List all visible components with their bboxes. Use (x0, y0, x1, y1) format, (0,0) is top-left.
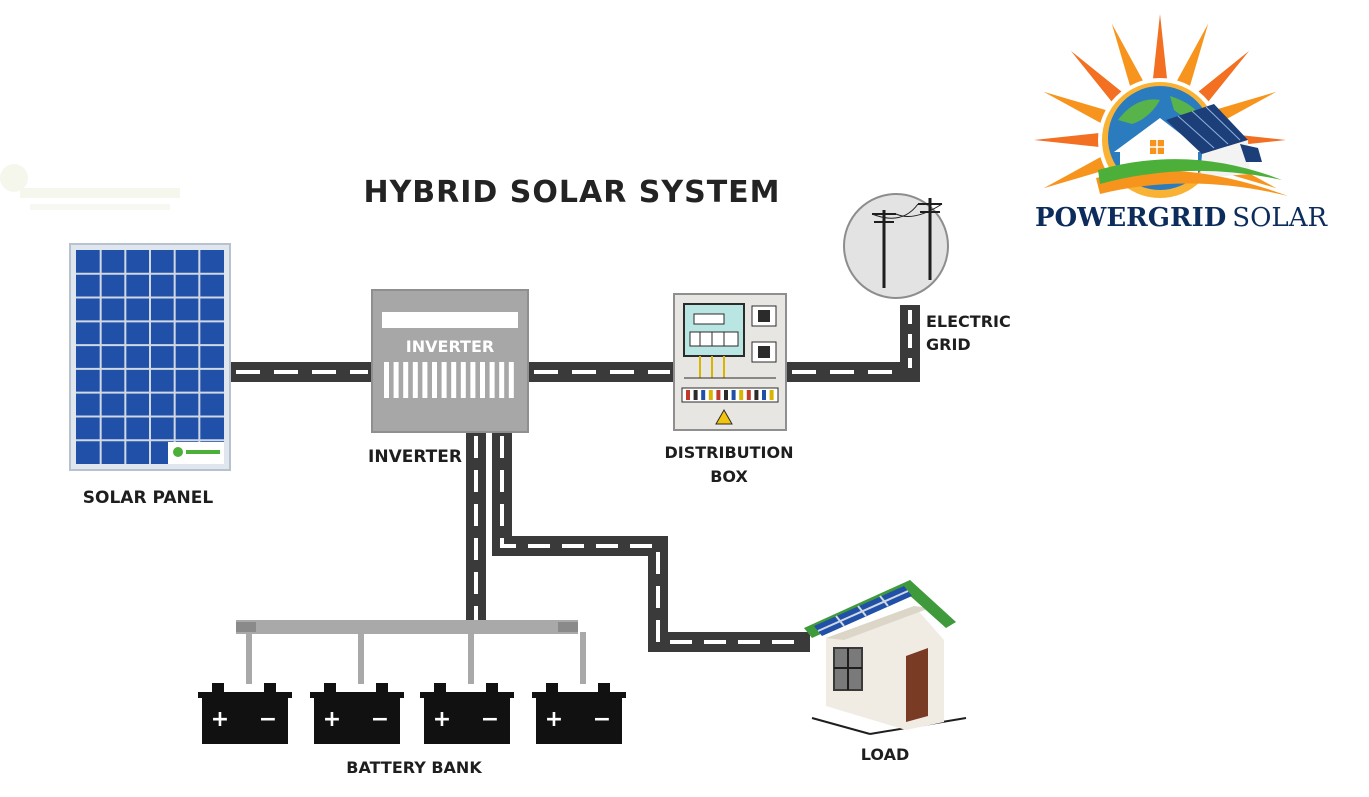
load-label: LOAD (861, 745, 909, 764)
sun-ray (1034, 132, 1101, 148)
inverter-fin (384, 362, 389, 398)
cable-inverter-to-load (492, 430, 810, 652)
inverter-fin (412, 362, 418, 398)
distribution-terminal (708, 390, 713, 400)
battery-plus-sign: + (211, 707, 229, 732)
inverter-fin (403, 362, 409, 398)
inverter-fin (480, 362, 485, 398)
battery-terminal-positive (212, 683, 224, 692)
battery-minus-sign: − (593, 707, 611, 732)
battery-bank: +−+−+−+− (198, 632, 626, 744)
distribution-terminal (686, 390, 690, 400)
cable-panel-to-inverter (230, 362, 372, 382)
cable-distribution-to-grid (786, 305, 920, 382)
inverter-fin (451, 362, 457, 398)
sun-ray (1070, 50, 1123, 103)
battery-plus-sign: + (545, 707, 563, 732)
distribution-terminal (724, 390, 728, 400)
battery-body (314, 692, 400, 744)
battery-terminal-negative (598, 683, 610, 692)
inverter-label: INVERTER (368, 447, 462, 467)
diagram-title: HYBRID SOLAR SYSTEM (363, 175, 780, 210)
battery-icon: +− (532, 632, 626, 744)
distribution-terminal (716, 390, 721, 400)
battery-terminal-positive (324, 683, 336, 692)
distribution-terminal (762, 390, 766, 400)
battery-body (536, 692, 622, 744)
distribution-terminal (754, 390, 759, 400)
battery-body (202, 692, 288, 744)
sun-ray (1152, 14, 1168, 81)
battery-terminal-negative (486, 683, 498, 692)
battery-terminal-negative (376, 683, 388, 692)
distribution-terminal (701, 390, 706, 400)
battery-top (420, 692, 514, 698)
electric-grid (843, 193, 949, 299)
battery-terminal-negative (264, 683, 276, 692)
battery-terminal-positive (434, 683, 446, 692)
battery-top (198, 692, 292, 698)
cable-inverter-to-battery (466, 430, 486, 630)
inverter-box-text: INVERTER (406, 337, 494, 356)
inverter-fin (393, 362, 399, 398)
battery-connector (468, 632, 474, 684)
powergrid-solar-logo (1034, 14, 1288, 202)
distribution-terminal (731, 390, 736, 400)
battery-minus-sign: − (259, 707, 277, 732)
sun-ray (1111, 23, 1144, 88)
distribution-terminal (739, 390, 744, 400)
inverter-fin (422, 362, 428, 398)
battery-body (424, 692, 510, 744)
cable-inverter-to-distribution (528, 362, 674, 382)
battery-icon: +− (198, 632, 292, 744)
distribution-box-label-line1: DISTRIBUTION (665, 443, 794, 462)
battery-bank-label: BATTERY BANK (346, 758, 482, 777)
logo-brand-regular: SOLAR (1232, 203, 1328, 233)
battery-plus-sign: + (433, 707, 451, 732)
battery-minus-sign: − (481, 707, 499, 732)
sun-ray (1043, 156, 1108, 189)
battery-connector (580, 632, 586, 684)
distribution-terminal (746, 390, 751, 400)
faint-watermark (0, 164, 180, 210)
battery-connector (246, 632, 252, 684)
battery-top (532, 692, 626, 698)
distribution-terminal (693, 390, 698, 400)
battery-icon: +− (310, 632, 404, 744)
distribution-box-label-line2: BOX (710, 467, 748, 486)
battery-connector (358, 632, 364, 684)
distribution-box (673, 293, 787, 431)
inverter-fin (508, 362, 514, 398)
inverter-fin (441, 362, 447, 398)
inverter-fin (499, 362, 505, 398)
solar-panel (69, 243, 231, 471)
inverter-box (371, 289, 529, 433)
distribution-terminal (769, 390, 774, 400)
inverter-fin (489, 362, 495, 398)
logo-brand-bold: POWERGRID (1035, 203, 1226, 233)
sun-ray (1176, 23, 1209, 88)
battery-plus-sign: + (323, 707, 341, 732)
sun-ray (1197, 50, 1250, 103)
battery-terminal-positive (546, 683, 558, 692)
inverter-fin (470, 362, 476, 398)
solar-panel-label: SOLAR PANEL (83, 488, 214, 508)
battery-minus-sign: − (371, 707, 389, 732)
load-house (804, 580, 967, 735)
battery-bus-bar (236, 620, 578, 634)
battery-icon: +− (420, 632, 514, 744)
sun-ray (1043, 91, 1108, 124)
battery-top (310, 692, 404, 698)
electric-grid-label-line1: ELECTRIC (926, 312, 1011, 331)
sun-ray (1212, 91, 1277, 124)
inverter-fin (432, 362, 437, 398)
inverter-fin (460, 362, 466, 398)
electric-grid-label-line2: GRID (926, 335, 971, 354)
